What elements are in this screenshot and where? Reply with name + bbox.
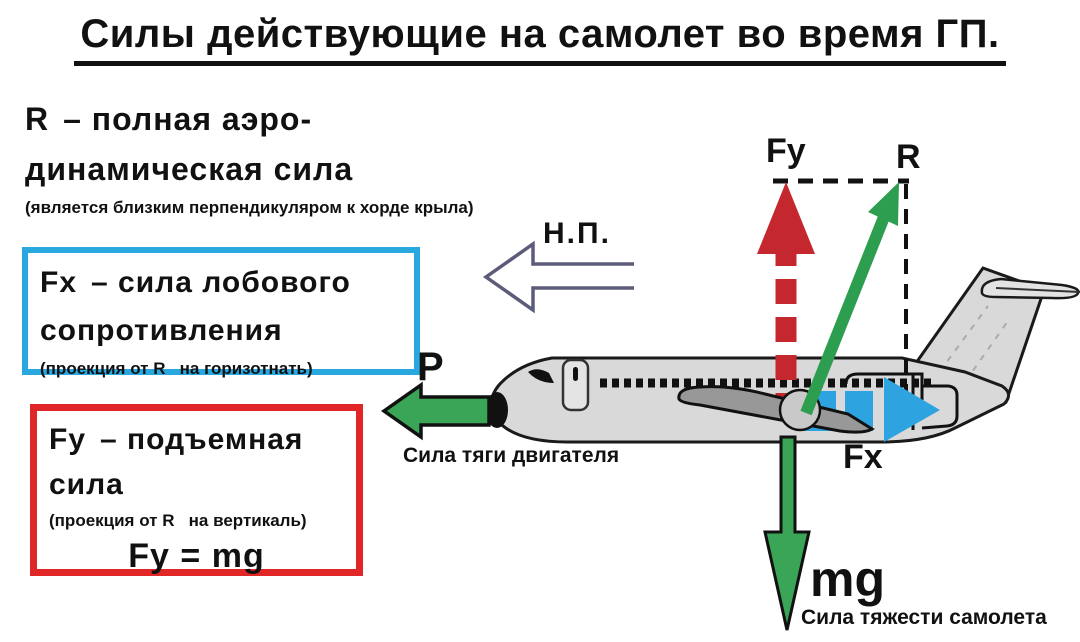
thrust-caption: Сила тяги двигателя [403,444,619,467]
weight-caption: Сила тяжести самолета [801,606,1047,629]
legend-drag-line2: сопротивления [40,314,283,347]
legend-resultant-line1: R– полная аэро- [25,101,313,137]
thrust-force-arrow [380,381,491,441]
legend-lift-force-box: Fy– подъемная сила (проекция от R на вер… [30,404,363,576]
legend-lift-note: (проекция от R на вертикаль) [49,511,307,530]
resultant-arrow-shaft [800,209,892,416]
legend-lift-line2: сила [49,468,124,501]
tailplane [980,277,1080,300]
lift-weight-formula: Fy = mg [128,537,265,575]
drag-arrow-head [884,377,940,442]
lift-force-label: Fy [766,132,806,170]
legend-resultant-line2: динамическая сила [25,150,354,187]
lift-force-arrow [757,182,815,418]
weight-force-arrow [763,435,811,631]
legend-resultant-force: R– полная аэро- динамическая сила (являе… [25,95,485,218]
resultant-force-label: R [896,138,921,176]
page-title-text: Силы действующие на самолет во время ГП. [74,12,1006,66]
drag-symbol: Fx [40,266,78,299]
resultant-symbol: R [25,101,50,137]
resultant-force-arrow [800,182,899,416]
lift-symbol: Fy [49,423,87,456]
weight-force-label: mg [810,551,885,607]
thrust-force-label: P [417,345,444,389]
door-window [573,367,578,381]
cockpit-windshield [528,369,554,383]
nose-cone [486,392,508,428]
heading-label: Н.П. [543,217,611,250]
resultant-arrow-head [868,182,899,226]
cabin-door [561,358,590,412]
legend-drag-note: (проекция от R на горизотнать) [40,359,313,378]
heading-direction-arrow [482,240,634,314]
page-title: Силы действующие на самолет во время ГП. [0,12,1080,66]
legend-lift-line1: Fy– подъемная [49,423,304,456]
wing-airfoil [677,385,875,434]
drag-force-label: Fx [843,438,883,476]
tailplane-edge-line [995,287,1080,293]
legend-resultant-note: (является близким перпендикуляром к хорд… [25,198,474,218]
legend-drag-line1: Fx– сила лобового [40,266,351,299]
lift-arrow-head [757,182,815,254]
legend-drag-force-box: Fx– сила лобового сопротивления (проекци… [22,247,420,378]
